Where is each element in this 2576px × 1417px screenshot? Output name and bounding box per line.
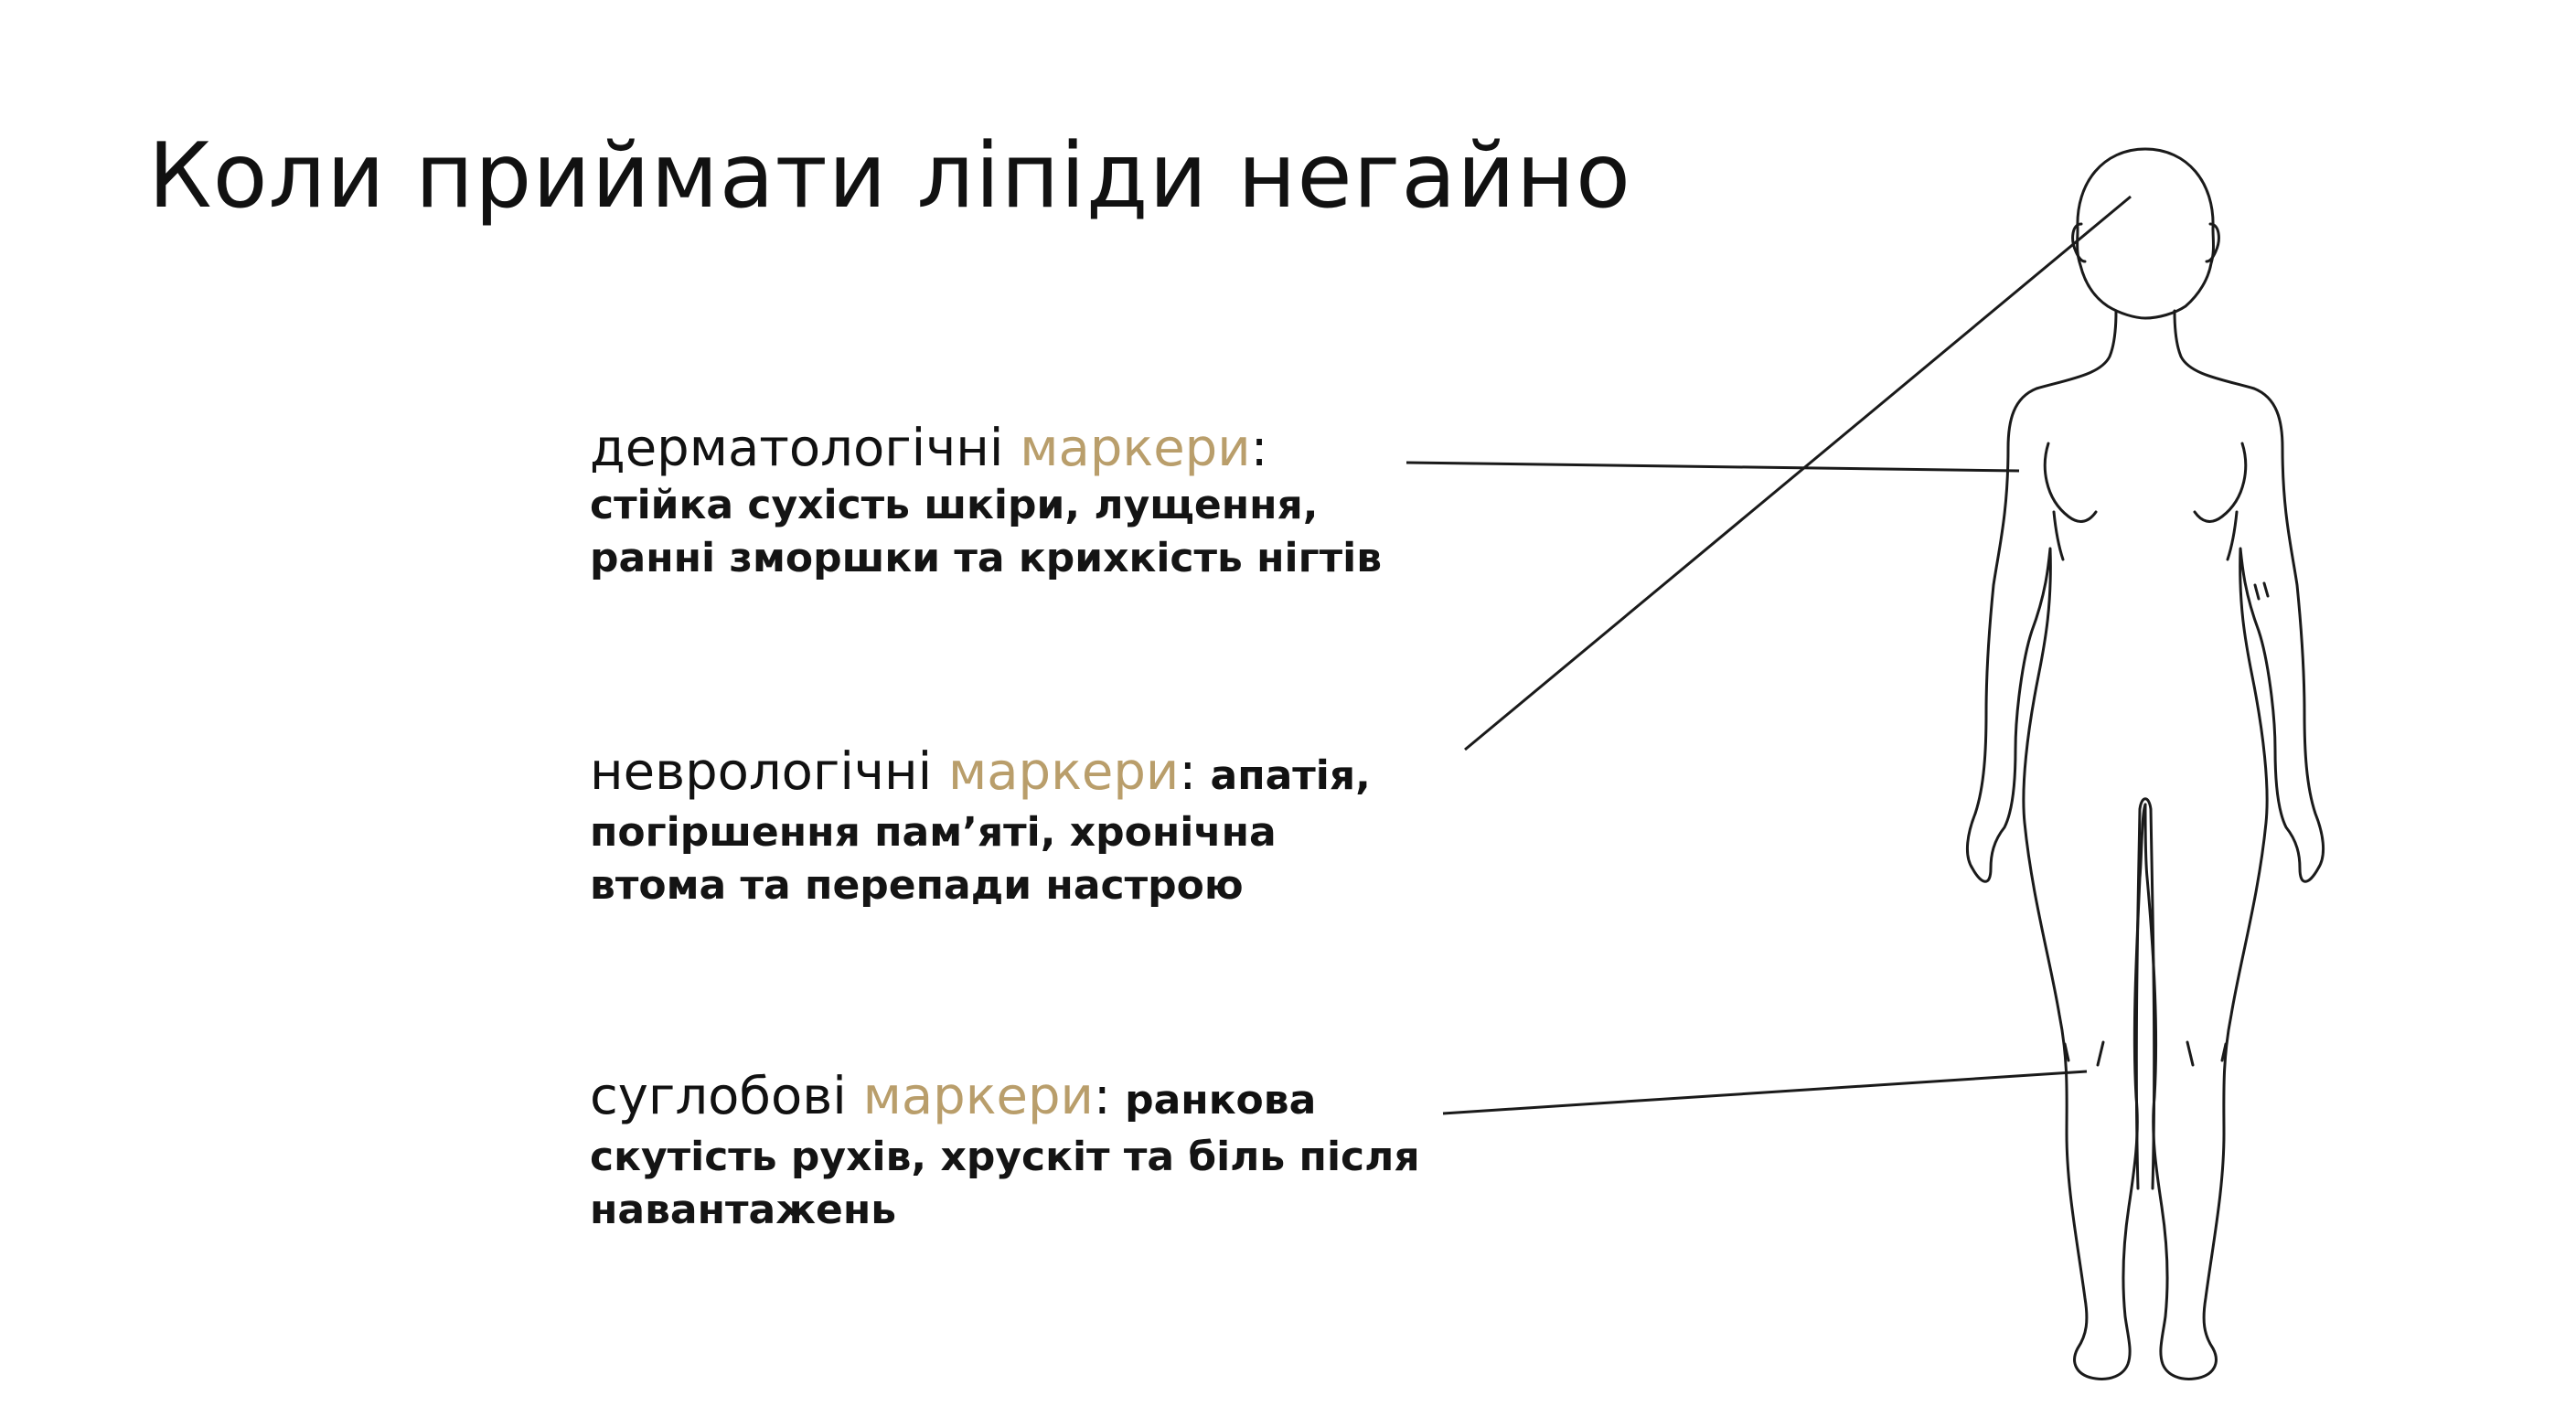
marker-heading: суглобові маркери: ранкова — [590, 1067, 1504, 1131]
leader-line-neurological — [1464, 195, 2132, 751]
leader-line-joint — [1442, 1070, 2088, 1115]
leader-lines — [1406, 195, 2132, 1115]
figure-chest-left — [2043, 442, 2098, 523]
marker-colon: : — [1179, 742, 1197, 802]
marker-neurological: неврологічні маркери: апатія, погіршення… — [590, 742, 1504, 912]
figure-knee-right-1 — [2186, 1040, 2195, 1067]
marker-description-line: втома та перепади настрою — [590, 862, 1244, 909]
figure-outline-right — [2143, 309, 2325, 1380]
marker-category: суглобові — [590, 1067, 847, 1126]
marker-colon: : — [1093, 1067, 1111, 1126]
marker-dermatological: дерматологічні маркери: стійка сухість ш… — [590, 419, 1504, 585]
marker-inline-text: ранкова — [1110, 1077, 1317, 1124]
figure-waist-right — [2226, 510, 2239, 561]
figure-knee-left-1 — [2063, 1042, 2070, 1062]
figure-knee-right-2 — [2220, 1042, 2228, 1062]
page-title: Коли приймати ліпіди негайно — [148, 124, 1631, 229]
marker-joint: суглобові маркери: ранкова скутість рухі… — [590, 1067, 1504, 1237]
marker-heading: дерматологічні маркери: — [590, 419, 1504, 479]
marker-description-line: стійка сухість шкіри, лущення, — [590, 482, 1319, 528]
marker-category: дерматологічні — [590, 419, 1004, 478]
leader-line-dermatological — [1406, 461, 2020, 473]
figure-elbow-right — [2253, 581, 2270, 601]
figure-chest-right — [2193, 442, 2248, 523]
figure-ear-left — [2071, 222, 2087, 263]
figure-ear-right — [2205, 222, 2220, 263]
figure-outline-left — [1966, 309, 2147, 1380]
marker-accent-word: маркери — [862, 1067, 1094, 1126]
marker-accent-word: маркери — [947, 742, 1180, 802]
marker-description-line: ранні зморшки та крихкість нігтів — [590, 535, 1383, 581]
marker-description-line: навантажень — [590, 1187, 897, 1233]
marker-colon: : — [1250, 419, 1268, 478]
marker-description-line: погіршення пам’яті, хронічна — [590, 809, 1277, 856]
figure-leg-gap — [2134, 797, 2156, 1190]
marker-heading: неврологічні маркери: апатія, — [590, 742, 1504, 806]
marker-accent-word: маркери — [1020, 419, 1251, 478]
marker-description-line: скутість рухів, хрускіт та біль після — [590, 1134, 1420, 1180]
human-figure-icon — [1966, 147, 2325, 1380]
marker-category: неврологічні — [590, 742, 933, 802]
figure-knee-left-2 — [2096, 1040, 2105, 1067]
figure-head — [2076, 147, 2215, 320]
marker-inline-text: апатія, — [1196, 752, 1371, 799]
figure-waist-left — [2052, 510, 2065, 561]
